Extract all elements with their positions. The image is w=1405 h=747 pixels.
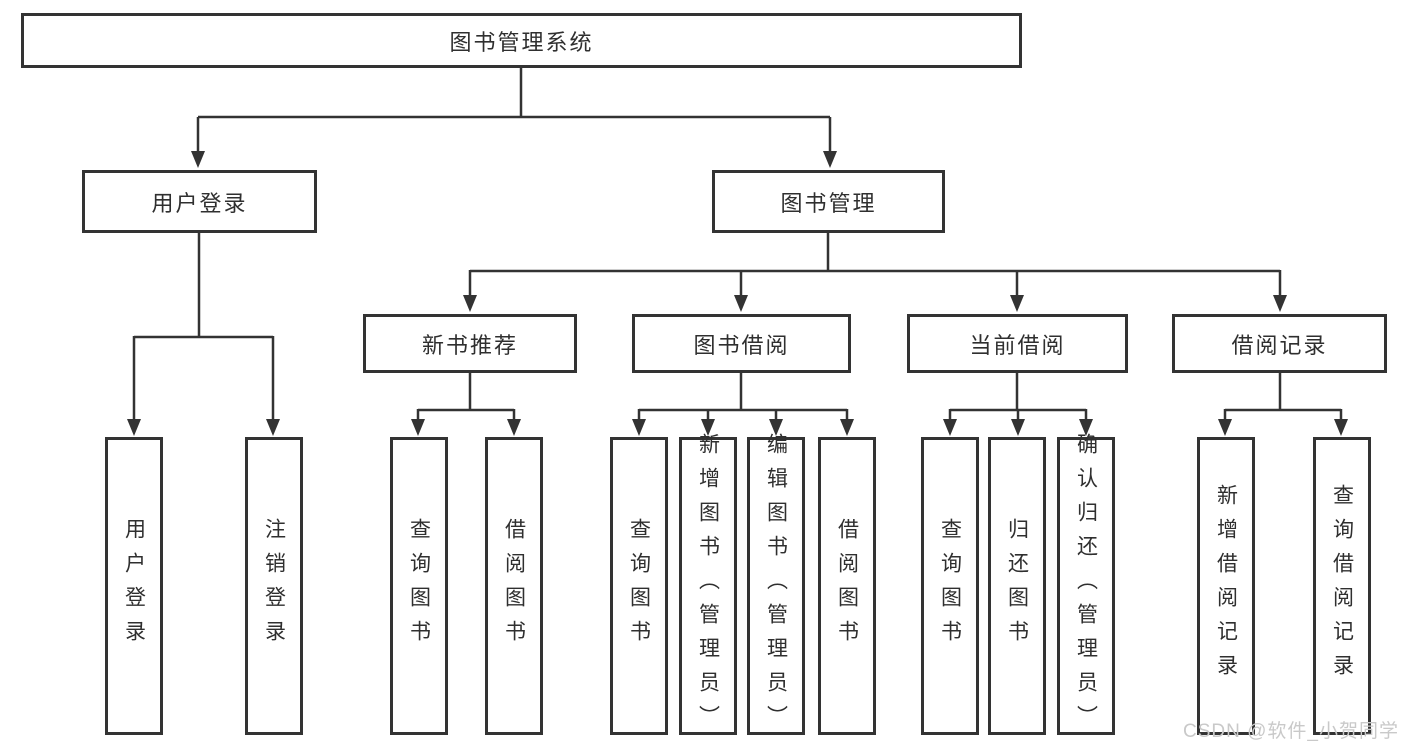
- leaf-query-books-2: 查询图书: [610, 437, 668, 735]
- leaf-borrow-books-2-label: 借阅图书: [835, 518, 859, 654]
- leaf-edit-books-admin-label: 编辑图书（管理员）: [764, 433, 788, 739]
- leaf-add-borrow-record-label: 新增借阅记录: [1214, 484, 1238, 688]
- leaf-query-books-1: 查询图书: [390, 437, 448, 735]
- node-borrow-records-label: 借阅记录: [1231, 332, 1328, 358]
- leaf-return-books-label: 归还图书: [1005, 518, 1029, 654]
- leaf-confirm-return-admin: 确认归还（管理员）: [1057, 433, 1115, 739]
- connector-paths: [132, 68, 1343, 421]
- node-current-borrow-label: 当前借阅: [969, 332, 1066, 358]
- node-book-management-label: 图书管理: [780, 190, 877, 216]
- leaf-confirm-return-admin-label: 确认归还（管理员）: [1074, 433, 1098, 739]
- node-new-book-recommend: 新书推荐: [363, 314, 577, 373]
- node-user-login: 用户登录: [82, 170, 317, 233]
- leaf-add-borrow-record: 新增借阅记录: [1197, 437, 1255, 735]
- leaf-query-books-1-label: 查询图书: [407, 518, 431, 654]
- node-book-management: 图书管理: [712, 170, 945, 233]
- node-new-book-recommend-label: 新书推荐: [421, 332, 518, 358]
- leaf-logout-label: 注销登录: [262, 518, 286, 654]
- node-root: 图书管理系统: [21, 13, 1022, 68]
- leaf-edit-books-admin: 编辑图书（管理员）: [747, 433, 805, 739]
- leaf-query-books-2-label: 查询图书: [627, 518, 651, 654]
- leaf-query-borrow-record-label: 查询借阅记录: [1330, 484, 1354, 688]
- leaf-query-books-3: 查询图书: [921, 437, 979, 735]
- node-current-borrow: 当前借阅: [907, 314, 1128, 373]
- leaf-user-login: 用户登录: [105, 437, 163, 735]
- leaf-add-books-admin-label: 新增图书（管理员）: [696, 433, 720, 739]
- leaf-add-books-admin: 新增图书（管理员）: [679, 433, 737, 739]
- leaf-query-books-3-label: 查询图书: [938, 518, 962, 654]
- leaf-query-borrow-record: 查询借阅记录: [1313, 437, 1371, 735]
- csdn-watermark: CSDN @软件_小贺同学: [1183, 721, 1399, 742]
- node-user-login-label: 用户登录: [151, 190, 248, 216]
- leaf-user-login-label: 用户登录: [122, 518, 146, 654]
- leaf-return-books: 归还图书: [988, 437, 1046, 735]
- leaf-borrow-books-1: 借阅图书: [485, 437, 543, 735]
- leaf-borrow-books-1-label: 借阅图书: [502, 518, 526, 654]
- leaf-logout: 注销登录: [245, 437, 303, 735]
- node-root-label: 图书管理系统: [449, 29, 594, 55]
- node-book-borrow: 图书借阅: [632, 314, 851, 373]
- node-book-borrow-label: 图书借阅: [693, 332, 790, 358]
- leaf-borrow-books-2: 借阅图书: [818, 437, 876, 735]
- node-borrow-records: 借阅记录: [1172, 314, 1387, 373]
